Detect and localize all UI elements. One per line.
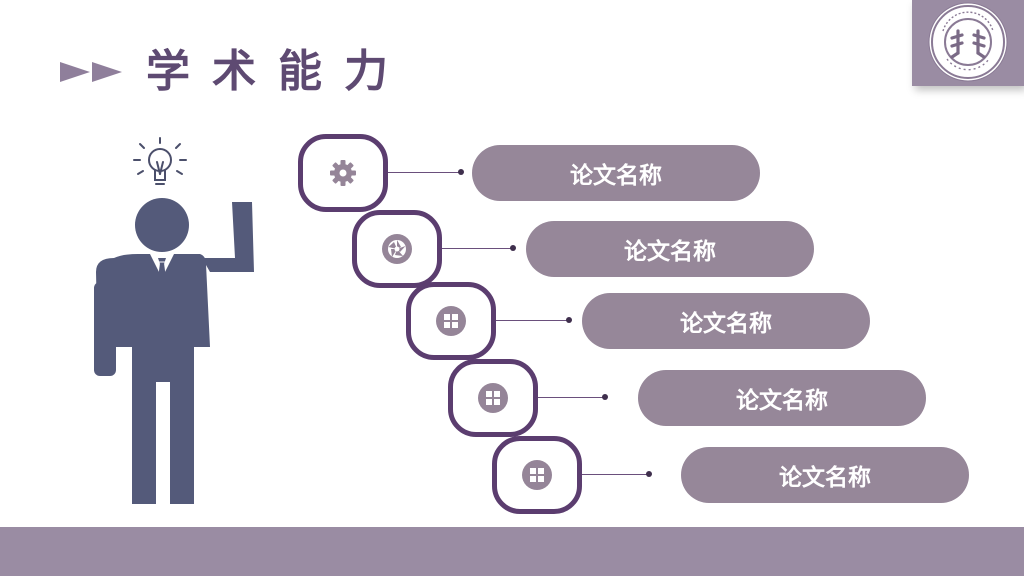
icon-frame <box>448 359 538 437</box>
icon-frame <box>406 282 496 360</box>
connector-line <box>388 172 460 173</box>
aperture-icon <box>382 234 412 264</box>
connector-dot <box>602 394 608 400</box>
paper-title-pill[interactable]: 论文名称 <box>638 370 926 426</box>
connector-line <box>582 474 648 475</box>
logo-container <box>912 0 1024 86</box>
connector-line <box>496 320 568 321</box>
icon-frame <box>298 134 388 212</box>
windows-icon <box>436 306 466 336</box>
icon-frame <box>492 436 582 514</box>
lightbulb-icon <box>133 137 187 185</box>
connector-dot <box>566 317 572 323</box>
list-item: 论文名称 <box>448 359 928 437</box>
person-with-idea-illustration <box>94 137 254 504</box>
list-item: 论文名称 <box>352 210 818 288</box>
connector-dot <box>646 471 652 477</box>
university-seal-icon <box>928 2 1008 82</box>
list-item: 论文名称 <box>406 282 872 360</box>
paper-title-pill[interactable]: 论文名称 <box>681 447 969 503</box>
connector-dot <box>458 169 464 175</box>
title-arrows-icon <box>60 62 122 82</box>
connector-dot <box>510 245 516 251</box>
connector-line <box>538 397 604 398</box>
paper-title-pill[interactable]: 论文名称 <box>526 221 814 277</box>
page-title: 学术能力 <box>146 46 410 97</box>
list-item: 论文名称 <box>492 436 970 514</box>
paper-title-pill[interactable]: 论文名称 <box>472 145 760 201</box>
paper-title-pill[interactable]: 论文名称 <box>582 293 870 349</box>
list-item: 论文名称 <box>298 134 760 212</box>
footer-band <box>0 527 1024 576</box>
icon-frame <box>352 210 442 288</box>
windows-icon <box>478 383 508 413</box>
gear-icon <box>328 158 358 188</box>
windows-icon <box>522 460 552 490</box>
connector-line <box>442 248 512 249</box>
